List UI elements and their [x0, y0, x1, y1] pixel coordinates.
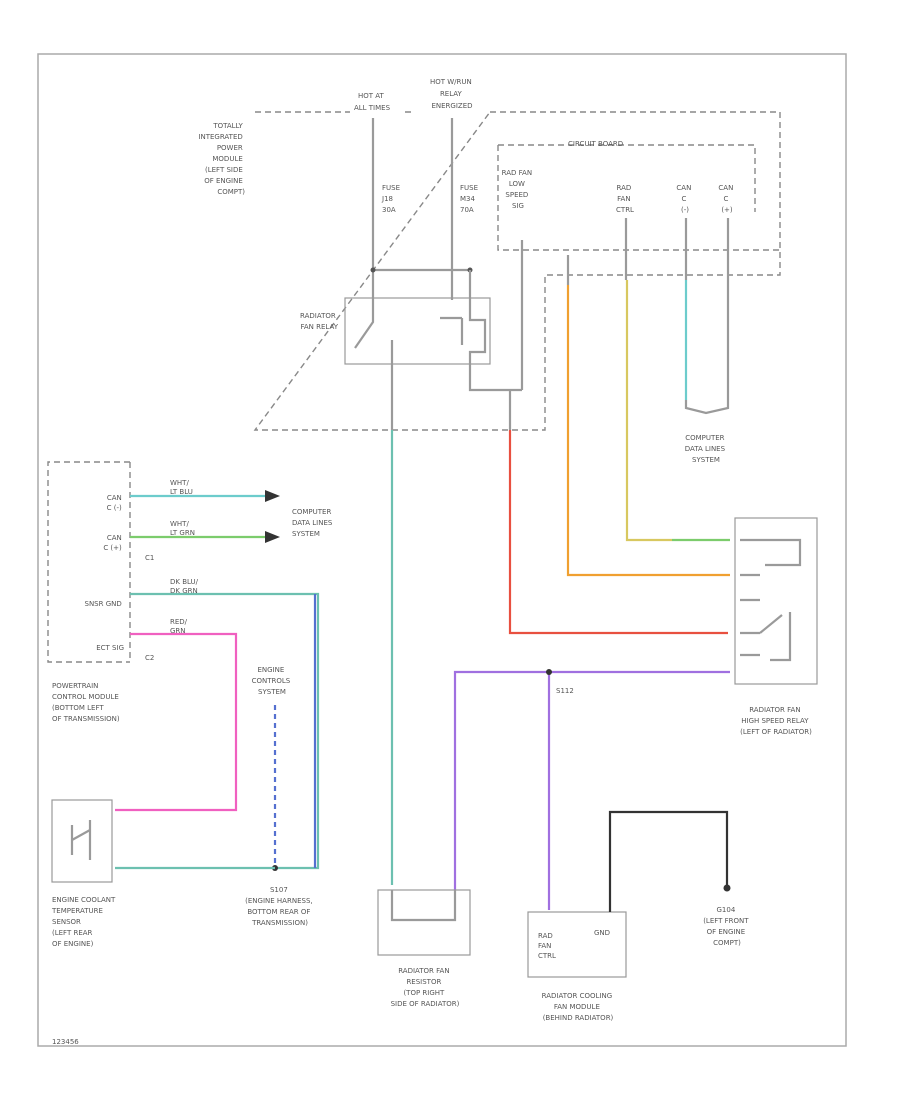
wire-yellow [625, 280, 672, 542]
g104-ground [723, 884, 731, 892]
ect-sensor-symbol [70, 820, 92, 860]
label-circuit-board: CIRCUIT BOARD [568, 140, 623, 148]
diagram-frame [37, 53, 847, 1047]
label-rad-fan-ctrl-tipm: RAD FAN CTRL [616, 184, 634, 214]
label-pcm-wire-can-minus: WHT/ LT BLU [170, 479, 193, 496]
wire-red [508, 430, 728, 635]
label-g104: G104 (LEFT FRONT OF ENGINE COMPT) [703, 906, 751, 947]
label-hot-w-run-relay: HOT W/RUN RELAY ENERGIZED [430, 78, 474, 110]
relay-switch [354, 300, 487, 372]
label-radiator-fan-relay: RADIATOR FAN RELAY [300, 312, 339, 331]
label-fuse-m34: FUSE M34 70A [460, 184, 480, 214]
label-ect-sensor: ENGINE COOLANT TEMPERATURE SENSOR (LEFT … [51, 896, 118, 948]
high-speed-relay [734, 517, 818, 685]
wire-can-junction [684, 400, 730, 415]
wire-pcm-snsr-gnd [130, 592, 320, 870]
label-fan-module-pins: RAD FAN CTRL GND [538, 929, 610, 960]
radiator-fan-resistor [377, 889, 471, 956]
s112-splice [546, 669, 552, 675]
wire-pcm-ect-sig [115, 632, 238, 812]
label-pcm-pins: CAN C (-) CAN C (+) SNSR GND ECT SIG [85, 494, 125, 652]
arrow-can-plus [265, 531, 280, 543]
label-fuse-j18: FUSE J18 30A [381, 184, 402, 214]
label-pcm-wire-snsr-gnd: DK BLU/ DK GRN [170, 578, 200, 595]
label-computer-data-lines-1: COMPUTER DATA LINES SYSTEM [685, 434, 728, 464]
ect-sensor [51, 799, 113, 883]
label-c2: C2 [145, 654, 154, 662]
label-fan-module: RADIATOR COOLING FAN MODULE (BEHIND RADI… [542, 992, 615, 1022]
wire-orange [566, 285, 730, 577]
label-rad-fan-low-speed: RAD FAN LOW SPEED SIG [502, 169, 535, 210]
label-high-speed-relay: RADIATOR FAN HIGH SPEED RELAY (LEFT OF R… [740, 706, 812, 736]
label-hot-at-all-times: HOT AT ALL TIMES [354, 92, 391, 112]
arrow-can-minus [265, 490, 280, 502]
wire-relay-to-low-speed [468, 372, 522, 392]
junction-node [370, 267, 376, 273]
label-computer-data-lines-2: COMPUTER DATA LINES SYSTEM [292, 508, 335, 538]
pcm-boundary [47, 461, 131, 663]
label-c1: C1 [145, 554, 154, 562]
wire-purple [453, 670, 730, 890]
diagram-footer-id: 123456 [52, 1038, 79, 1046]
label-radiator-fan-resistor: RADIATOR FAN RESISTOR (TOP RIGHT SIDE OF… [391, 967, 460, 1008]
label-pcm: POWERTRAIN CONTROL MODULE (BOTTOM LEFT O… [52, 682, 121, 723]
label-s107: S107 (ENGINE HARNESS, BOTTOM REAR OF TRA… [245, 886, 315, 927]
circuit-board-boundary [497, 144, 780, 251]
label-can-c-plus: CAN C (+) [718, 184, 735, 214]
label-pcm-wire-can-plus: WHT/ LT GRN [170, 520, 195, 537]
wire-fan-module-ground [608, 810, 729, 912]
label-can-c-minus: CAN C (-) [676, 184, 693, 214]
label-s112: S112 [556, 687, 574, 695]
radiator-fan-relay [344, 297, 491, 365]
relay-coil [440, 316, 464, 345]
wire-low-speed-sig [468, 240, 524, 390]
radiator-cooling-fan-module [527, 911, 627, 978]
label-engine-controls: ENGINE CONTROLS SYSTEM [252, 666, 293, 696]
label-pcm-wire-ect-sig: RED/ GRN [170, 618, 189, 635]
tipm-boundary [253, 111, 781, 431]
resistor-element [390, 890, 457, 922]
label-tipm: TOTALLY INTEGRATED POWER MODULE (LEFT SI… [198, 122, 245, 196]
high-speed-relay-contacts [740, 538, 802, 662]
